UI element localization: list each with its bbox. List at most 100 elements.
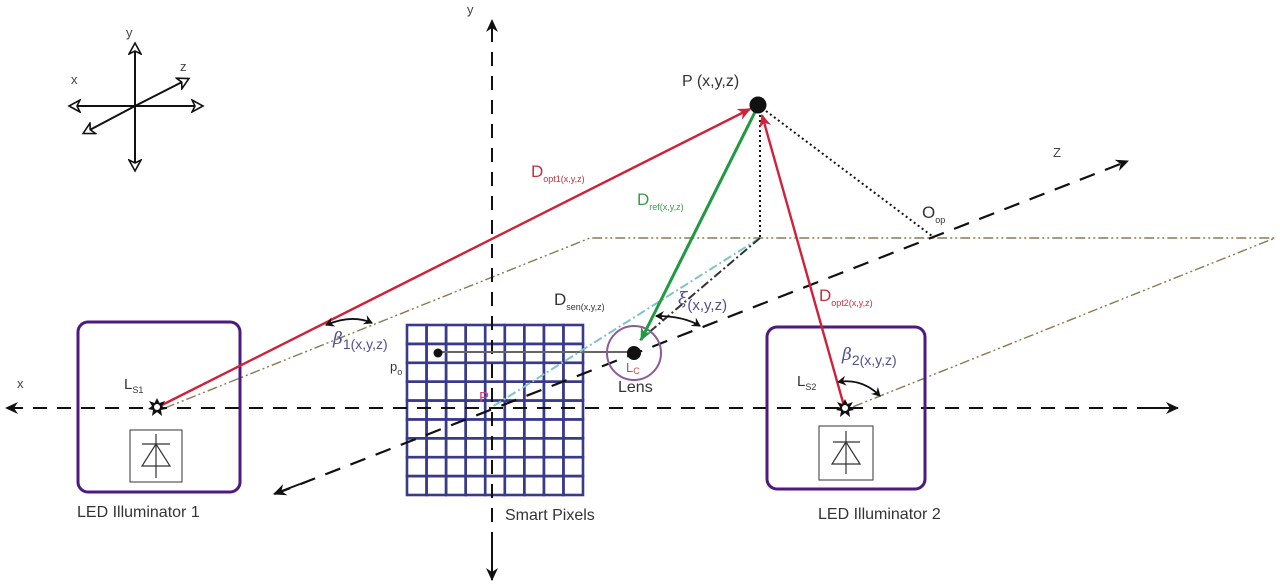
sensor-pixel	[405, 474, 428, 497]
beta2-angle-arc	[837, 375, 881, 397]
legend-y-label: y	[126, 25, 133, 40]
sensor-pixel	[405, 455, 428, 478]
xi-angle-arc	[655, 311, 701, 327]
d-ref-vector	[639, 109, 758, 341]
sensor-pixel	[483, 418, 507, 440]
main-x-label: x	[17, 376, 24, 391]
smart-pixels-caption: Smart Pixels	[505, 507, 595, 524]
illuminator-2-caption: LED Illuminator 2	[818, 506, 941, 523]
sensor-pixel	[542, 323, 565, 346]
sensor-pixel	[542, 437, 565, 459]
beta1-angle-arc	[325, 315, 373, 327]
sensor-pixel	[464, 474, 487, 497]
sensor-pixel	[483, 474, 507, 497]
lens-center-label: LC	[626, 360, 640, 376]
sensor-pixel	[464, 437, 487, 459]
sensor-pixel	[464, 342, 487, 365]
sensor-pixel	[562, 380, 585, 402]
sensor-pixel	[425, 437, 448, 459]
sensor-pixel	[523, 437, 546, 459]
ls1-label: LS1	[124, 376, 143, 395]
illuminator-1-frame	[76, 320, 242, 494]
sensor-pixel	[405, 418, 428, 440]
sensor-pixel	[483, 342, 507, 365]
point-p	[749, 96, 767, 114]
sensor-pixel	[444, 323, 467, 346]
sensor-pixel	[425, 323, 448, 346]
lens-center-dot	[627, 346, 641, 360]
sensor-pixel	[425, 474, 448, 497]
lens-label: Lens	[618, 379, 653, 396]
sensor-pixel	[425, 418, 448, 440]
sensor-pixel	[562, 418, 585, 440]
xi-label: ξ(x,y,z)	[678, 289, 727, 314]
sensor-pixel	[542, 474, 565, 497]
sensor-pixel	[425, 399, 448, 421]
sensor-pixel	[444, 455, 467, 478]
main-z-axis	[274, 159, 1129, 496]
sensor-pixel	[542, 399, 565, 421]
sensor-pixel	[483, 455, 507, 478]
smart-pixel-grid	[405, 323, 585, 497]
sensor-center-label: P	[479, 389, 489, 406]
legend-z-axis	[134, 79, 188, 107]
beta2-label: β2(x,y,z)	[841, 345, 897, 368]
sensor-pixel	[444, 399, 467, 421]
sensor-pixel	[483, 437, 507, 459]
sensor-pixel	[464, 455, 487, 478]
sensor-pixel	[503, 474, 526, 497]
sensor-pixel	[464, 323, 487, 346]
sensor-pixel	[464, 361, 487, 383]
lens: LC Lens	[606, 325, 662, 396]
sensor-pixel	[542, 455, 565, 478]
sensor-pixel	[425, 380, 448, 402]
sensor-pixel	[503, 418, 526, 440]
illuminator-1-caption: LED Illuminator 1	[77, 504, 200, 521]
sensor-pixel	[405, 380, 428, 402]
sensor-pixel	[562, 399, 585, 421]
d-opt2-label: Dopt2(x,y,z)	[819, 286, 873, 308]
sensor-pixel	[562, 437, 585, 459]
beta1-label: β1(x,y,z)	[332, 329, 388, 352]
sensor-pixel	[503, 437, 526, 459]
sensor-pixel	[405, 399, 428, 421]
sensor-pixel	[503, 323, 526, 346]
sensor-pixel	[562, 323, 585, 346]
sensor-pixel	[523, 474, 546, 497]
sensor-pixel	[503, 455, 526, 478]
point-p-label: P (x,y,z)	[682, 73, 739, 90]
sensor-pixel	[483, 323, 507, 346]
pixel-po-label: po	[390, 359, 402, 377]
led-illuminator-1: LED Illuminator 1	[76, 320, 242, 521]
led-illuminator-2: LED Illuminator 2	[765, 325, 941, 523]
sensor-pixel	[444, 361, 467, 383]
sensor-pixel	[542, 342, 565, 365]
sensor-pixel	[562, 361, 585, 383]
sensor-pixel	[523, 323, 546, 346]
d-opt2-vector	[759, 114, 846, 407]
sensor-pixel	[444, 380, 467, 402]
sensor-pixel	[425, 455, 448, 478]
illuminator-2-frame	[765, 325, 927, 491]
sensor-pixel	[523, 455, 546, 478]
sensor-pixel	[503, 380, 526, 402]
d-sen-label: Dsen(x,y,z)	[554, 290, 605, 312]
lens-circle	[606, 325, 662, 381]
main-z-label: Z	[1053, 145, 1061, 160]
main-z-axis-back	[273, 483, 301, 496]
sensor-pixel	[562, 474, 585, 497]
sensor-pixel	[405, 342, 428, 365]
diode-icon	[830, 431, 862, 474]
d-opt1-label: Dopt1(x,y,z)	[531, 162, 585, 184]
main-y-label: y	[467, 2, 474, 17]
d-ref-label: Dref(x,y,z)	[637, 190, 684, 212]
p-to-oop-dotted	[761, 107, 933, 237]
sensor-vector-line	[491, 237, 761, 408]
optical-projection-line	[639, 237, 761, 341]
legend-z-label: z	[180, 59, 187, 74]
sensor-pixel	[405, 361, 428, 383]
sensor-pixel	[444, 342, 467, 365]
sensor-pixel	[523, 342, 546, 365]
sensor-pixel	[425, 361, 448, 383]
